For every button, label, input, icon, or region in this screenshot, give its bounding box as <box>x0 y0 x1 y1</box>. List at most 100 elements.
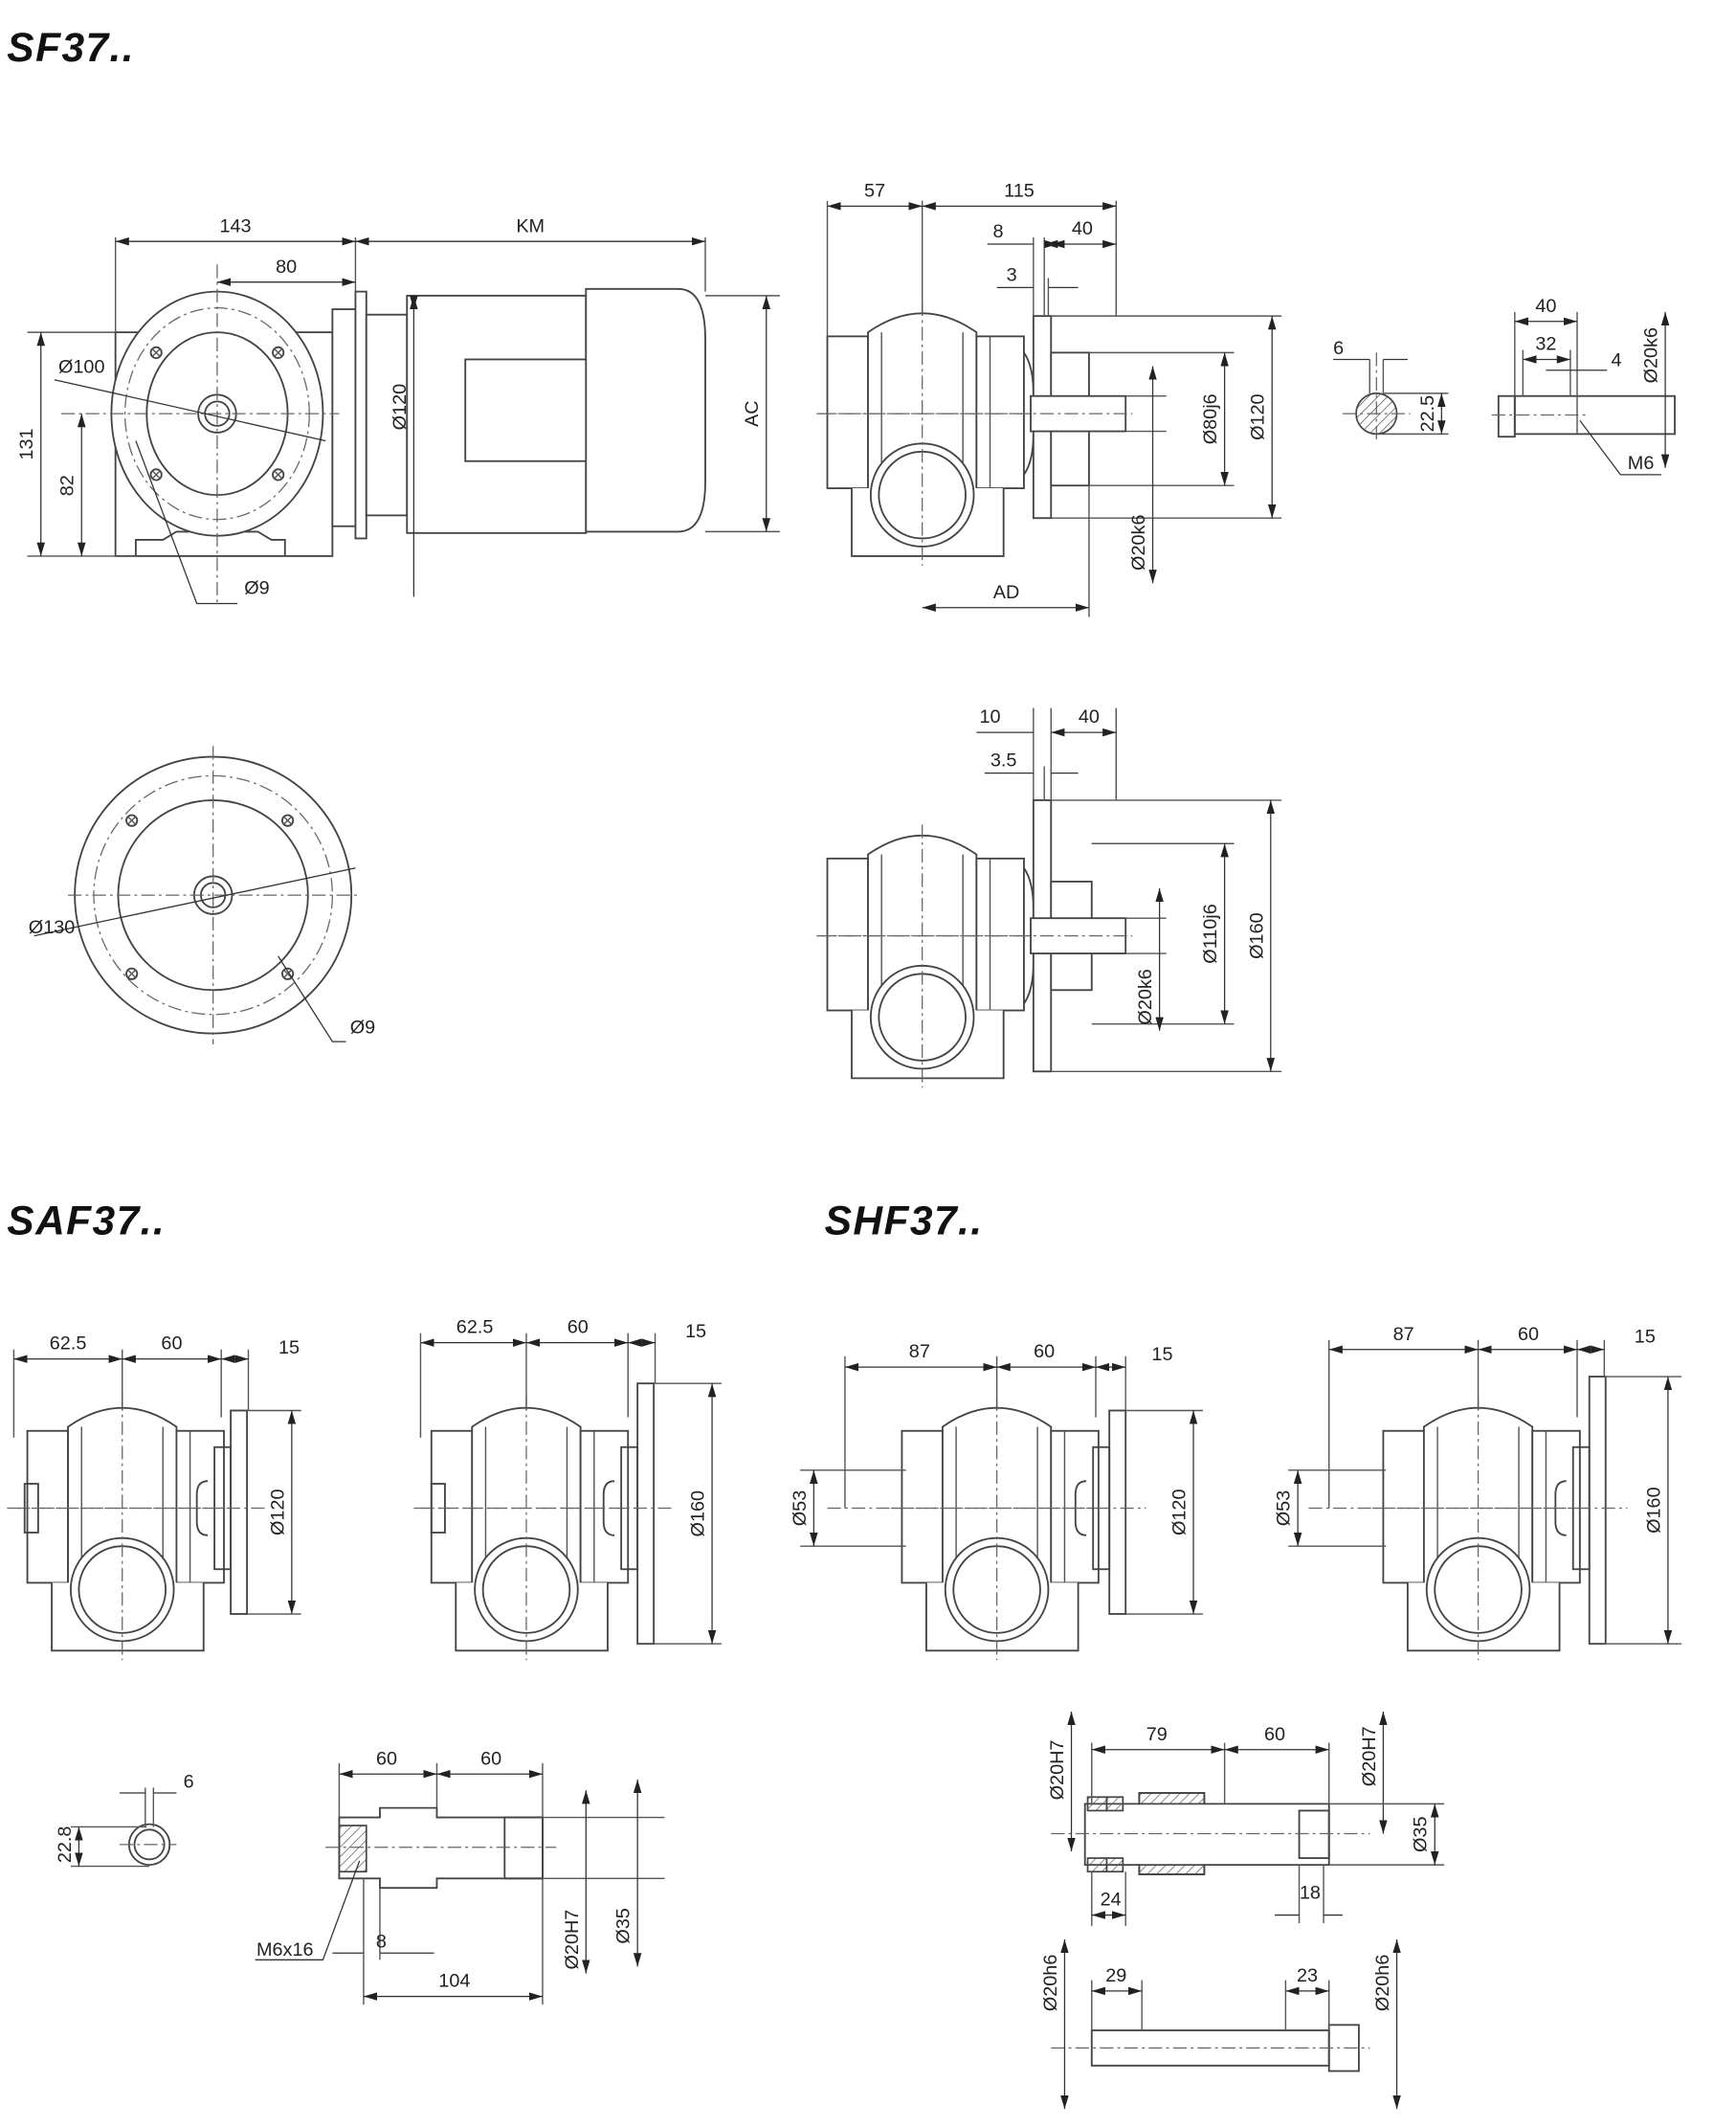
line <box>126 969 137 979</box>
title-sf37: SF37.. <box>7 26 135 71</box>
line <box>282 816 293 825</box>
dimension-label: 62.5 <box>50 1333 87 1355</box>
outline-circle <box>149 468 163 482</box>
dimension-label: 23 <box>1297 1965 1318 1986</box>
outline-circle <box>125 967 139 980</box>
dimension-label: 18 <box>1300 1883 1321 1904</box>
dimension-label: 8 <box>376 1932 387 1953</box>
dimension-label: Ø110j6 <box>1200 904 1221 963</box>
outline-rect <box>365 313 409 517</box>
outline-rect <box>230 1409 249 1615</box>
leader <box>255 1860 361 1960</box>
dimension-label: 4 <box>1612 350 1622 371</box>
dimension-label: Ø20H7 <box>1047 1740 1068 1801</box>
dimension-label: 29 <box>1105 1965 1126 1986</box>
dimension-label: Ø80j6 <box>1200 393 1221 444</box>
outline-rect <box>1138 1792 1206 1805</box>
outline-rect <box>503 1816 544 1880</box>
line <box>151 347 161 358</box>
dimension-label: 40 <box>1079 706 1100 728</box>
hollow-shaft <box>338 1806 544 1890</box>
outline-rect <box>1298 1809 1330 1859</box>
outline-rect <box>338 1825 367 1873</box>
outline-rect <box>1513 394 1676 436</box>
dimension-label: Ø120 <box>1248 393 1269 440</box>
dimension-label: 6 <box>1333 338 1344 359</box>
outline-rect <box>354 290 367 540</box>
outline-rect <box>636 1382 656 1646</box>
dimension-label: 6 <box>184 1771 194 1792</box>
outline-rect <box>1588 1376 1607 1646</box>
line <box>151 470 161 480</box>
dimension-label: 60 <box>1264 1724 1285 1745</box>
outline-circle <box>281 814 295 827</box>
line <box>54 379 326 442</box>
gear-unit-side-view <box>890 1396 1121 1662</box>
outline-rect <box>1108 1409 1127 1615</box>
line <box>273 470 283 480</box>
gear-unit-side-view <box>815 823 1046 1089</box>
dimension-label: 3.5 <box>990 750 1017 772</box>
dimension-label: 22.5 <box>1417 395 1438 433</box>
dimension-label: Ø120 <box>389 384 411 431</box>
dimension-label: 131 <box>16 428 37 459</box>
dimension-label: Ø9 <box>350 1018 375 1039</box>
dimension-label: Ø53 <box>1274 1490 1295 1526</box>
outline-circle <box>125 814 139 827</box>
title-saf37: SAF37.. <box>7 1198 166 1243</box>
dimension-label: Ø20k6 <box>1128 515 1149 571</box>
outline-rect <box>331 308 357 527</box>
dimension-label: 62.5 <box>456 1317 494 1338</box>
title-shf37: SHF37.. <box>825 1198 984 1243</box>
dimension-label: 15 <box>1635 1327 1656 1348</box>
dimension-label: 32 <box>1535 334 1556 355</box>
motor-fan-cover <box>585 287 706 533</box>
dimension-label: M6 <box>1628 453 1655 474</box>
dimension-label: Ø160 <box>1246 912 1267 959</box>
dimension-label: Ø20h6 <box>1040 1955 1061 2012</box>
dimension-label: Ø100 <box>58 357 105 378</box>
dimension-label: 60 <box>376 1748 397 1769</box>
dimension-label: Ø20H7 <box>562 1910 583 1970</box>
dimension-label: 10 <box>979 706 1000 728</box>
dimension-label: AC <box>742 400 763 427</box>
dimension-label: 82 <box>57 475 78 496</box>
dimension-label: 80 <box>276 257 297 278</box>
leader <box>135 440 238 605</box>
gear-unit-side-view <box>15 1396 246 1662</box>
gear-unit-side-view <box>419 1396 650 1662</box>
gear-unit-side-view <box>1371 1396 1602 1662</box>
dimension-label: Ø20H7 <box>1359 1726 1380 1786</box>
outline-circle <box>281 967 295 980</box>
dimension-label: 3 <box>1007 264 1017 285</box>
dimension-label: Ø20k6 <box>1135 969 1156 1024</box>
dimension-label: 87 <box>1393 1324 1414 1345</box>
outline-rect <box>1138 1864 1206 1875</box>
dimension-label: Ø53 <box>790 1490 811 1526</box>
line <box>126 816 137 825</box>
dimension-label: 60 <box>1518 1324 1539 1345</box>
dimension-label: 15 <box>278 1337 300 1358</box>
outline-rect <box>1497 394 1516 438</box>
dimension-label: KM <box>516 215 545 236</box>
outline-rect <box>464 358 589 462</box>
dimension-label: Ø35 <box>1411 1817 1432 1852</box>
dimension-label: 22.8 <box>55 1826 76 1864</box>
dimension-label: 87 <box>909 1341 930 1362</box>
line <box>33 867 356 937</box>
dimension-label: Ø35 <box>613 1908 634 1943</box>
dimension-label: 57 <box>864 180 885 201</box>
dimension-label: 115 <box>1004 180 1035 201</box>
dimension-label: Ø160 <box>1643 1487 1664 1534</box>
dimension-label: 24 <box>1101 1890 1122 1911</box>
gear-unit-side-view <box>815 302 1046 567</box>
outline-rect <box>1086 1796 1108 1812</box>
outline-rect <box>1105 1857 1124 1873</box>
dimension-label: Ø160 <box>688 1490 709 1537</box>
dimension-label: Ø20k6 <box>1641 327 1662 383</box>
outline-circle <box>272 468 285 482</box>
dimension-label: 143 <box>220 215 252 236</box>
leader <box>1579 419 1661 476</box>
